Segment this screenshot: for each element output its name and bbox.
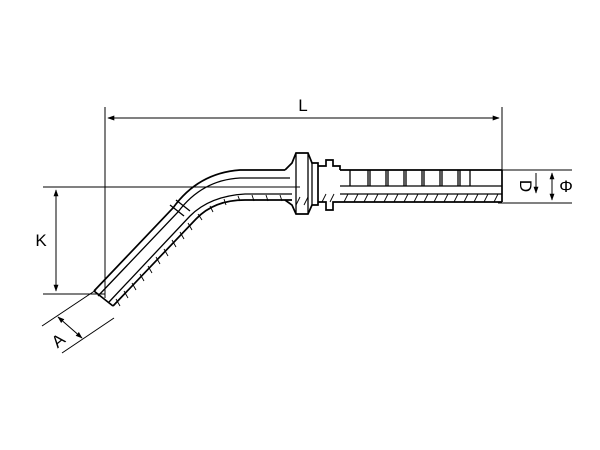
wall-hatching xyxy=(115,194,283,307)
dimension-l: L xyxy=(104,96,503,298)
dimension-k: K xyxy=(35,186,300,295)
label-a: A xyxy=(48,329,69,351)
label-d: D xyxy=(516,180,535,192)
label-phi: Φ xyxy=(559,177,573,196)
stem-hatching xyxy=(295,193,499,206)
barbs xyxy=(349,170,503,202)
dimension-d-phi: D Φ xyxy=(498,169,573,204)
fitting-body xyxy=(93,152,503,307)
label-k: K xyxy=(35,231,47,250)
label-l: L xyxy=(298,96,307,115)
dimension-a: A xyxy=(41,289,115,354)
